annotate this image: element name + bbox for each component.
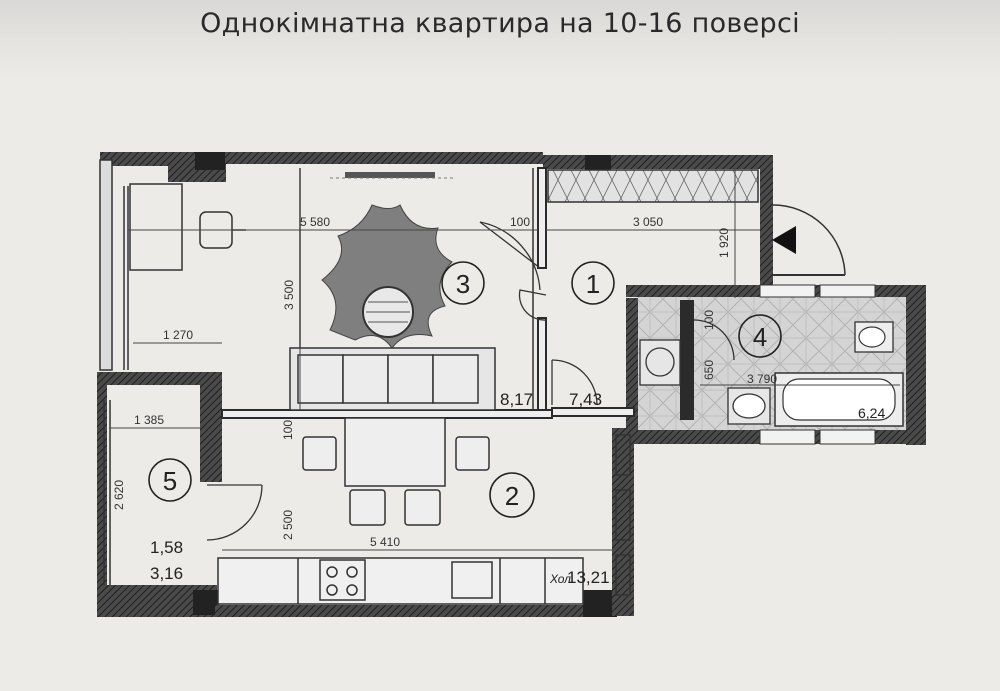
entrance-arrow-icon	[772, 226, 796, 254]
room-3-area: 8,17	[500, 390, 533, 409]
dimension-labels: 5 580 100 3 050 1 270 1 385 5 410 3 790 …	[112, 215, 777, 549]
room-2-area: 13,21	[567, 568, 610, 587]
outer-walls	[97, 152, 926, 617]
tv-unit	[330, 172, 455, 179]
dimension-lines	[110, 168, 900, 551]
room-4-number: 4	[753, 322, 767, 352]
dim-2620: 2 620	[112, 480, 126, 510]
rug	[321, 204, 453, 349]
dim-5410: 5 410	[370, 535, 400, 549]
entrance-door	[772, 204, 846, 276]
desk	[129, 183, 246, 271]
room-markers	[148, 261, 782, 518]
paper-header-band	[0, 0, 1000, 80]
door-swings	[206, 221, 598, 541]
dim-2500: 2 500	[281, 510, 295, 540]
dim-1385: 1 385	[134, 413, 164, 427]
room-number-labels: 3 1 4 2 5	[163, 269, 767, 511]
room-2-number: 2	[505, 481, 519, 511]
dim-5580: 5 580	[300, 215, 330, 229]
room-2-label: Хол	[549, 572, 571, 586]
dim-100-top: 100	[510, 215, 530, 229]
room-4-area: 6,24	[858, 405, 885, 421]
dim-650: 650	[702, 360, 716, 380]
kitchen-counter	[217, 557, 584, 605]
sofa	[289, 347, 496, 411]
dim-100-hall: 100	[281, 420, 295, 440]
room-1-number: 1	[586, 269, 600, 299]
room-3-number: 3	[456, 269, 470, 299]
room-1-area: 7,43	[569, 390, 602, 409]
area-labels: 8,17 7,43 6,24 13,21 Хол 1,58 3,16	[150, 390, 885, 587]
wardrobe	[547, 169, 759, 203]
dim-1270: 1 270	[163, 328, 193, 342]
room-5-area-2: 3,16	[150, 564, 183, 583]
page-title: Однокімнатна квартира на 10-16 поверсі	[200, 8, 800, 39]
dim-100-bath: 100	[702, 310, 716, 330]
dim-1920: 1 920	[717, 228, 731, 258]
dim-3500: 3 500	[282, 280, 296, 310]
dining-set	[302, 417, 490, 526]
room-5-number: 5	[163, 466, 177, 496]
room-5-area-1: 1,58	[150, 538, 183, 557]
dim-3050: 3 050	[633, 215, 663, 229]
coffee-table	[362, 286, 414, 338]
dim-3790: 3 790	[747, 372, 777, 386]
